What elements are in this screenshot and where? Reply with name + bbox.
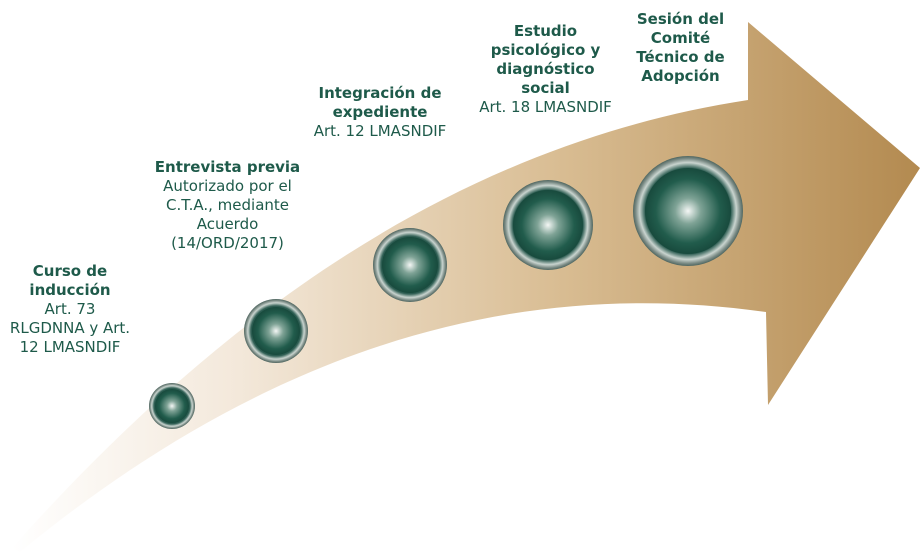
- step-detail: Art. 73 RLGDNNA y Art. 12 LMASNDIF: [9, 300, 131, 356]
- step-title: Integración de expediente: [318, 84, 442, 121]
- step-title: Entrevista previa: [154, 158, 301, 176]
- step-detail: Autorizado por el C.T.A., mediante Acuer…: [163, 177, 292, 252]
- step-label-1: Curso de inducción Art. 73 RLGDNNA y Art…: [5, 262, 135, 357]
- step-circle-5: [633, 156, 743, 266]
- step-circle-3: [373, 228, 447, 302]
- step-circle-2: [244, 299, 308, 363]
- step-title: Estudio psicológico y diagnóstico social: [490, 22, 601, 97]
- step-label-2: Entrevista previa Autorizado por el C.T.…: [140, 158, 315, 253]
- step-detail: Art. 18 LMASNDIF: [479, 98, 612, 116]
- step-title: Curso de inducción: [29, 262, 111, 299]
- step-label-4: Estudio psicológico y diagnóstico social…: [478, 22, 613, 117]
- step-circle-4: [503, 180, 593, 270]
- step-detail: Art. 12 LMASNDIF: [313, 122, 447, 140]
- step-label-3: Integración de expediente Art. 12 LMASND…: [300, 84, 460, 141]
- arrow-body: [12, 22, 920, 552]
- step-label-5: Sesión del Comité Técnico de Adopción: [618, 10, 743, 86]
- step-circle-1: [149, 383, 195, 429]
- step-title: Sesión del Comité Técnico de Adopción: [636, 10, 725, 85]
